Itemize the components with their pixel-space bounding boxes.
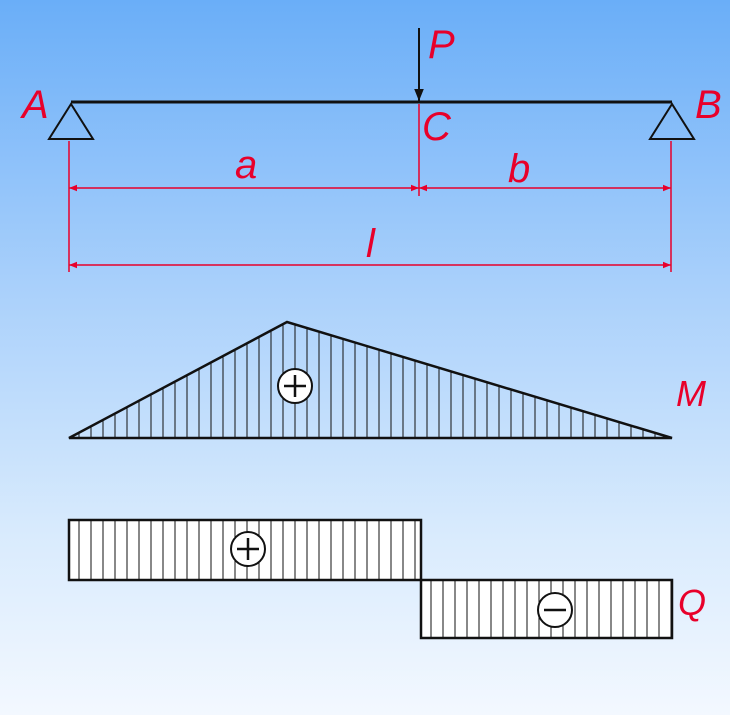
label-dim-l: l [366, 222, 376, 266]
label-p: P [428, 23, 455, 67]
shear-positive-block [67, 518, 423, 582]
shear-diagram [67, 518, 674, 640]
label-dim-a: a [235, 143, 257, 187]
label-c: C [422, 105, 452, 149]
moment-hatching [78, 324, 656, 438]
label-a: A [20, 83, 49, 127]
support-b-triangle [648, 102, 696, 140]
moment-outline [68, 320, 673, 440]
shear-negative-block [419, 578, 674, 640]
label-dim-b: b [508, 147, 530, 191]
dimension-lines [68, 104, 672, 272]
label-q: Q [678, 582, 706, 623]
label-b: B [695, 83, 722, 127]
moment-diagram [68, 320, 673, 440]
label-m: M [676, 373, 706, 414]
support-a-triangle [47, 102, 95, 140]
